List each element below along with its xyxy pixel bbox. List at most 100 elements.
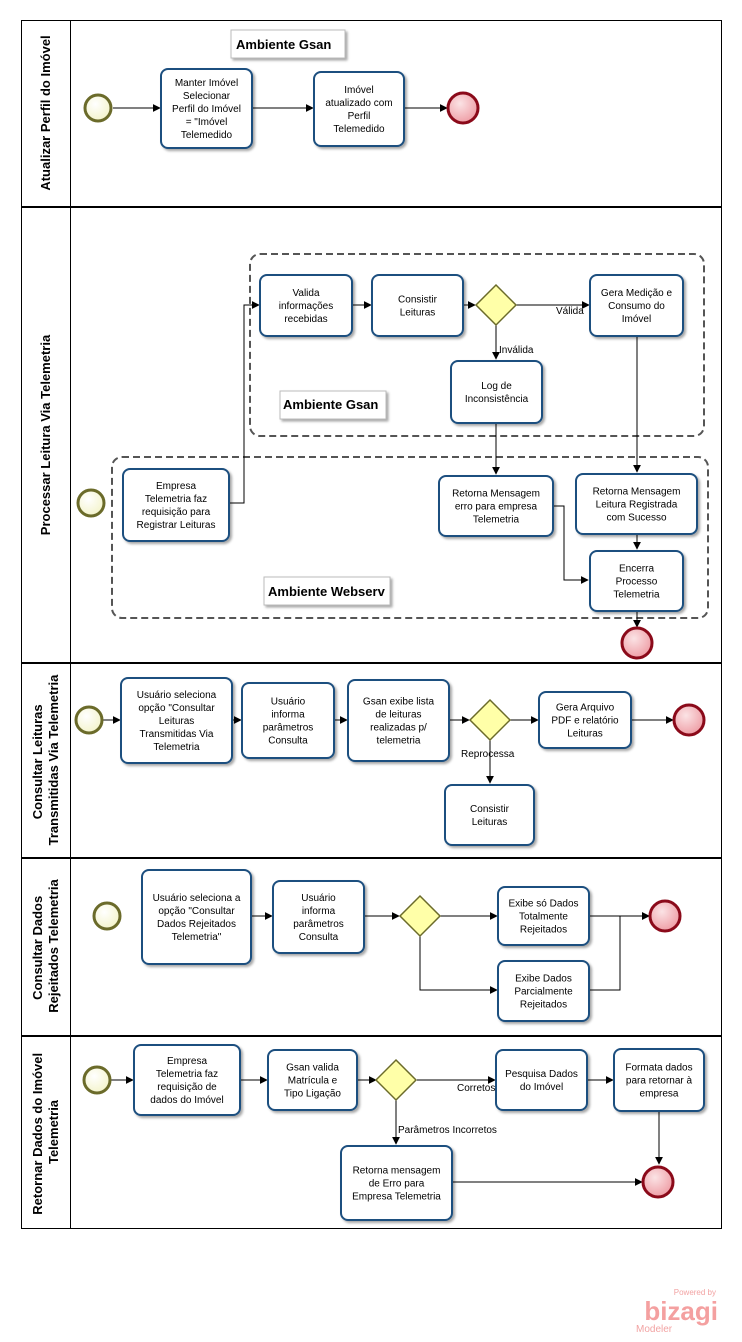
task-box (438, 475, 554, 537)
task-box (313, 71, 405, 147)
task-box (371, 274, 464, 337)
task-label-line: Retorna mensagem (353, 1166, 441, 1177)
task-label-line: opção "Consultar (138, 703, 215, 714)
task-label-line: Inconsistência (465, 394, 529, 405)
lane-title-processar-leitura: Processar Leitura Via Telemetria (38, 334, 53, 535)
task-label-line: informa (302, 906, 336, 917)
task-label-line: Telemetria (153, 742, 200, 753)
task-label-line: Consumo do (608, 301, 665, 312)
svg-text:Ambiente Webserv: Ambiente Webserv (268, 584, 386, 599)
task-label-line: = "Imóvel (186, 117, 228, 128)
lane-title-atualizar-perfil: Atualizar Perfil do Imóvel (38, 35, 53, 190)
task-label-line: Consistir (398, 295, 438, 306)
task-label-line: informa (271, 710, 305, 721)
task-label-line: Consistir (470, 804, 510, 815)
task-label-line: Matrícula e (288, 1076, 338, 1087)
task-label-line: Imóvel (622, 314, 651, 325)
start-event-lane4 (92, 901, 122, 931)
task-box (444, 784, 535, 846)
task-label-line: Telemetria faz (145, 494, 207, 505)
sequence-flows (103, 104, 674, 1186)
task-label-line: do Imóvel (520, 1082, 563, 1093)
task-label-line: Formata dados (625, 1063, 692, 1074)
task-label-line: Telemetria (613, 590, 660, 601)
task-box (589, 550, 684, 612)
task-box (347, 679, 450, 762)
task-label-line: Empresa (167, 1056, 207, 1067)
flow-label-reprocessa: Reprocessa (461, 749, 515, 760)
task-box (497, 886, 590, 946)
flow-label-corretos: Corretos (457, 1083, 495, 1094)
annotation-gsan-2: Ambiente Gsan (279, 390, 387, 420)
task-label-line: requisição para (142, 507, 211, 518)
annotation-webserv: Ambiente Webserv (263, 576, 391, 606)
bizagi-logo: Powered by bizagi Modeler (636, 1288, 718, 1335)
task-label-line: Leituras (472, 817, 508, 828)
task-label-line: Processo (616, 577, 658, 588)
task-label-line: Leituras (400, 308, 436, 319)
task-label-line: Pesquisa Dados (505, 1069, 578, 1080)
task-label: Pesquisa Dados do Imóvel (505, 1069, 578, 1093)
svg-text:Ambiente Gsan: Ambiente Gsan (283, 397, 378, 412)
task-label-line: Consulta (299, 932, 339, 943)
task-label-line: Telemetria" (172, 932, 222, 943)
task-label-line: Tipo Ligação (284, 1089, 341, 1100)
task-label-line: Log de (481, 381, 512, 392)
task-label-line: Usuário seleciona a (153, 893, 241, 904)
task-label-line: Exibe só Dados (508, 899, 578, 910)
task-box (575, 473, 698, 535)
task-label-line: para retornar à (626, 1076, 693, 1087)
task-label-line: Encerra (619, 564, 654, 575)
task-label-line: telemetria (377, 736, 421, 747)
end-event-lane4 (648, 899, 682, 933)
group-webserv (111, 456, 709, 619)
start-event-lane1 (83, 93, 113, 123)
task-label-line: Dados Rejeitados (157, 919, 236, 930)
task-label-line: Registrar Leituras (137, 520, 216, 531)
end-event-lane3 (672, 703, 706, 737)
group-gsan (249, 253, 705, 437)
gateways (374, 283, 518, 1102)
task-box (450, 360, 543, 424)
flow-label-invalida: Inválida (499, 345, 534, 356)
start-event-lane2 (76, 488, 106, 518)
task-box (589, 274, 684, 337)
task-label-line: com Sucesso (606, 513, 666, 524)
logo-modeler: Modeler (636, 1324, 673, 1335)
task-box (120, 677, 233, 764)
task-box (497, 960, 590, 1022)
logo-bizagi: bizagi (644, 1296, 718, 1326)
task-label-line: Totalmente (519, 912, 568, 923)
task-label-line: informações (279, 301, 333, 312)
task-label-line: Leituras (567, 729, 603, 740)
task-label-line: Telemetria faz (156, 1069, 218, 1080)
task-label-line: Telemedido (333, 124, 385, 135)
task-label-line: Consulta (268, 736, 308, 747)
task-label-line: Usuário (301, 893, 336, 904)
task-label-line: requisição de (157, 1082, 217, 1093)
lane-title-retornar-dados: Retornar Dados do Imóvel Telemetria (30, 1049, 61, 1214)
end-event-lane2 (620, 626, 654, 660)
task-label-line: Leituras (159, 716, 195, 727)
start-event-lane5 (82, 1065, 112, 1095)
task-box (133, 1044, 241, 1116)
flow-label-parametros-incorretos: Parâmetros Incorretos (398, 1125, 497, 1136)
end-event-lane1 (446, 91, 480, 125)
task-label-line: realizadas p/ (370, 723, 427, 734)
task-box (122, 468, 230, 542)
